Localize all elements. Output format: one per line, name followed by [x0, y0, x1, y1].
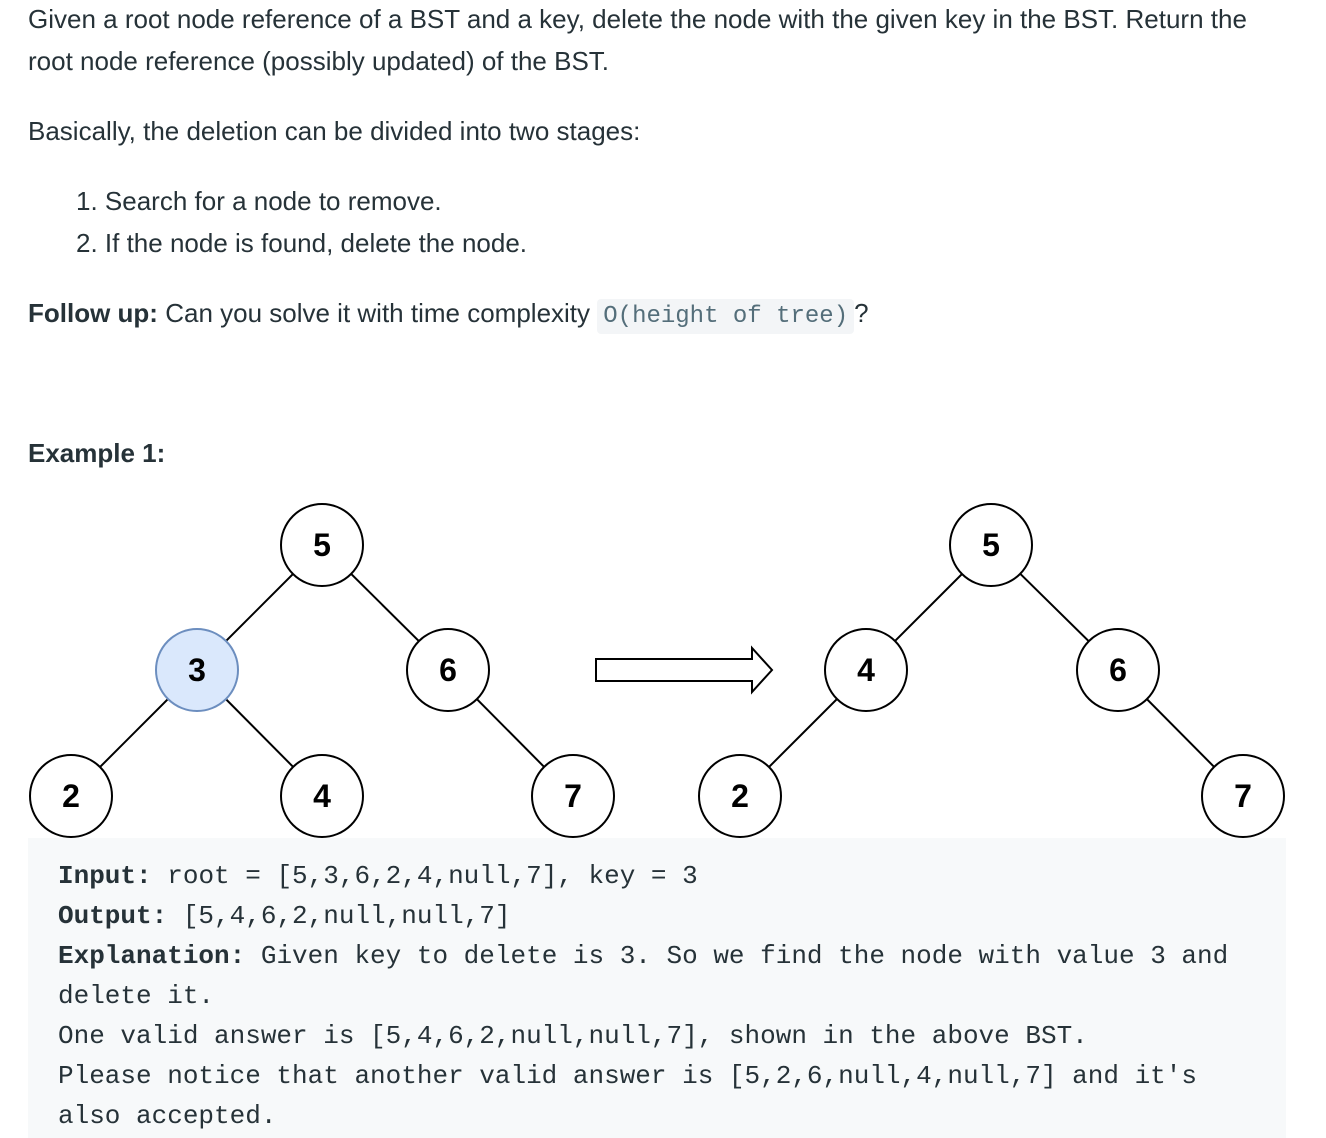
- followup-label: Follow up:: [28, 298, 158, 328]
- svg-text:7: 7: [1234, 778, 1252, 814]
- steps-list: 1. Search for a node to remove. 2. If th…: [76, 180, 527, 264]
- input-line: Input: root = [5,3,6,2,4,null,7], key = …: [58, 856, 1256, 896]
- tree-node: 6: [406, 628, 490, 712]
- output-line: Output: [5,4,6,2,null,null,7]: [58, 896, 1256, 936]
- tree-node: 5: [280, 503, 364, 587]
- explanation-line: Explanation: Given key to delete is 3. S…: [58, 936, 1256, 1016]
- intro-text: Given a root node reference of a BST and…: [28, 4, 1247, 76]
- tree-node: 4: [280, 754, 364, 838]
- output-value: [5,4,6,2,null,null,7]: [182, 901, 511, 931]
- tree-node: 4: [824, 628, 908, 712]
- note-line: One valid answer is [5,4,6,2,null,null,7…: [58, 1021, 1088, 1051]
- explanation-value: Given key to delete is 3. So we find the…: [58, 941, 1244, 1011]
- svg-text:7: 7: [564, 778, 582, 814]
- followup: Follow up: Can you solve it with time co…: [28, 292, 869, 338]
- followup-text: Can you solve it with time complexity: [165, 298, 591, 328]
- right-arrow-icon: [595, 645, 774, 695]
- output-label: Output:: [58, 901, 168, 931]
- tree-node: 7: [531, 754, 615, 838]
- svg-text:2: 2: [62, 778, 80, 814]
- svg-text:6: 6: [1109, 652, 1127, 688]
- explanation-label: Explanation:: [58, 941, 246, 971]
- stages-intro: Basically, the deletion can be divided i…: [28, 116, 641, 146]
- example-code-block: Input: root = [5,3,6,2,4,null,7], key = …: [28, 838, 1286, 1138]
- svg-text:2: 2: [731, 778, 749, 814]
- note-line: Please notice that another valid answer …: [58, 1061, 1213, 1131]
- tree-node: 2: [29, 754, 113, 838]
- step-item: 2. If the node is found, delete the node…: [76, 228, 528, 258]
- input-value: root = [5,3,6,2,4,null,7], key = 3: [167, 861, 698, 891]
- complexity-code: O(height of tree): [597, 299, 855, 334]
- svg-text:3: 3: [188, 652, 206, 688]
- input-label: Input:: [58, 861, 152, 891]
- step-item: 1. Search for a node to remove.: [76, 186, 442, 216]
- tree-node: 2: [698, 754, 782, 838]
- tree-node: 5: [949, 503, 1033, 587]
- followup-end: ?: [854, 298, 869, 328]
- tree-node-highlighted: 3: [155, 628, 239, 712]
- tree-node: 6: [1076, 628, 1160, 712]
- svg-text:6: 6: [439, 652, 457, 688]
- example-title: Example 1:: [28, 438, 166, 468]
- svg-text:5: 5: [313, 527, 331, 563]
- tree-node: 7: [1201, 754, 1285, 838]
- svg-text:4: 4: [857, 652, 875, 688]
- svg-text:4: 4: [313, 778, 331, 814]
- svg-text:5: 5: [982, 527, 1000, 563]
